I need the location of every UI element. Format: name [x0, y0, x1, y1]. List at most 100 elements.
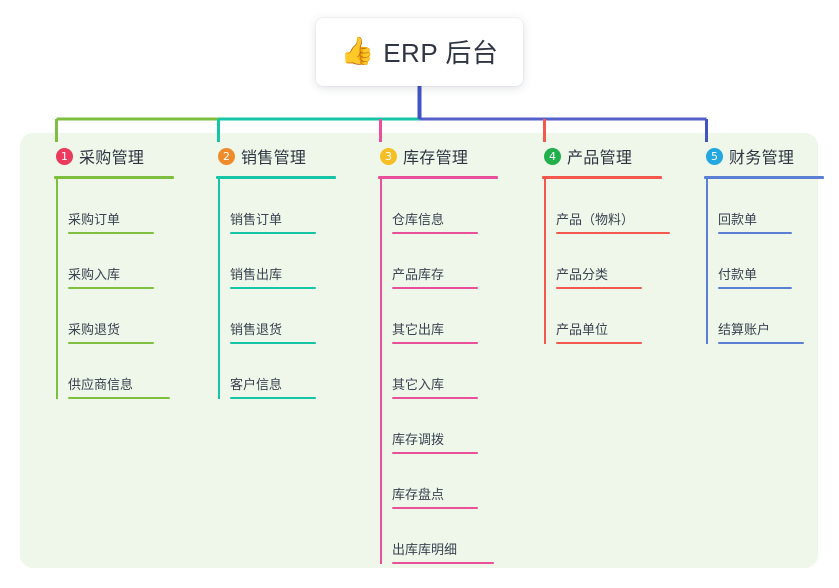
branch-leaf-list: 回款单付款单结算账户	[688, 179, 824, 344]
leaf-node[interactable]: 结算账户	[688, 289, 824, 344]
leaf-node[interactable]: 采购退货	[38, 289, 174, 344]
leaf-node-underline	[392, 562, 494, 564]
branch-number-badge: 2	[218, 147, 235, 165]
branch-leaf-list: 产品（物料） 产品分类产品单位	[526, 179, 670, 344]
leaf-node-underline	[556, 342, 642, 344]
branch-trunk-line	[544, 179, 546, 344]
leaf-node-underline	[392, 507, 478, 509]
leaf-node-underline	[718, 342, 804, 344]
thumbs-up-icon: 👍	[340, 35, 375, 66]
branch-column-2: 2 销售管理销售订单销售出库销售退货客户信息	[200, 144, 336, 399]
leaf-node[interactable]: 产品分类	[526, 234, 670, 289]
branch-trunk-line	[56, 179, 58, 399]
branch-header-5[interactable]: 5 财务管理	[688, 144, 824, 168]
leaf-node[interactable]: 库存盘点	[362, 454, 498, 509]
branch-number-badge: 4	[544, 147, 561, 165]
leaf-node-underline	[230, 342, 316, 344]
leaf-node-underline	[392, 287, 478, 289]
leaf-node-label: 其它入库	[392, 377, 445, 392]
branch-trunk-line	[380, 179, 382, 564]
leaf-node[interactable]: 其它入库	[362, 344, 498, 399]
leaf-node[interactable]: 回款单	[688, 179, 824, 234]
leaf-node-underline	[68, 232, 154, 234]
branch-title: 销售管理	[241, 150, 307, 167]
branch-title: 财务管理	[729, 150, 795, 167]
leaf-node-underline	[718, 287, 792, 289]
leaf-node-label: 仓库信息	[392, 212, 445, 227]
leaf-node-underline	[68, 287, 154, 289]
leaf-node-underline	[68, 397, 170, 399]
leaf-node-underline	[556, 287, 642, 289]
leaf-node-underline	[230, 397, 316, 399]
root-node-content: 👍 ERP 后台	[341, 33, 499, 70]
root-node-erp-backend[interactable]: 👍 ERP 后台	[316, 18, 523, 86]
leaf-node-label: 出库库明细	[392, 542, 458, 557]
branch-column-4: 4 产品管理产品（物料） 产品分类产品单位	[526, 144, 670, 344]
leaf-node[interactable]: 采购订单	[38, 179, 174, 234]
leaf-node[interactable]: 销售订单	[200, 179, 336, 234]
branch-column-5: 5 财务管理回款单付款单结算账户	[688, 144, 824, 344]
branch-leaf-list: 仓库信息产品库存其它出库其它入库库存调拨库存盘点出库库明细	[362, 179, 498, 564]
branch-header-2[interactable]: 2 销售管理	[200, 144, 336, 168]
branch-header-underline	[378, 176, 498, 179]
leaf-node-label: 销售退货	[230, 322, 283, 337]
branch-header-underline	[704, 176, 824, 179]
leaf-node[interactable]: 产品库存	[362, 234, 498, 289]
leaf-node-label: 产品库存	[392, 267, 445, 282]
branch-header-underline	[54, 176, 174, 179]
leaf-node[interactable]: 仓库信息	[362, 179, 498, 234]
branch-trunk-line	[706, 179, 708, 344]
leaf-node[interactable]: 供应商信息	[38, 344, 174, 399]
leaf-node[interactable]: 销售退货	[200, 289, 336, 344]
branch-number-badge: 5	[706, 147, 723, 165]
leaf-node-label: 库存调拨	[392, 432, 445, 447]
leaf-node-label: 库存盘点	[392, 487, 445, 502]
branch-header-4[interactable]: 4 产品管理	[526, 144, 670, 168]
leaf-node-label: 采购退货	[68, 322, 121, 337]
leaf-node-label: 销售订单	[230, 212, 283, 227]
leaf-node-label: 销售出库	[230, 267, 283, 282]
leaf-node-underline	[392, 452, 478, 454]
leaf-node-label: 付款单	[718, 267, 758, 282]
branch-number-badge: 1	[56, 147, 73, 165]
leaf-node[interactable]: 采购入库	[38, 234, 174, 289]
leaf-node-underline	[392, 397, 478, 399]
branch-column-1: 1 采购管理采购订单采购入库采购退货供应商信息	[38, 144, 174, 399]
leaf-node-underline	[230, 232, 316, 234]
branch-title: 采购管理	[79, 150, 145, 167]
branch-title: 产品管理	[567, 150, 633, 167]
leaf-node-underline	[392, 342, 478, 344]
leaf-node-underline	[556, 232, 670, 234]
leaf-node[interactable]: 产品（物料）	[526, 179, 670, 234]
leaf-node-label: 其它出库	[392, 322, 445, 337]
leaf-node[interactable]: 出库库明细	[362, 509, 498, 564]
branch-leaf-list: 销售订单销售出库销售退货客户信息	[200, 179, 336, 399]
leaf-node-label: 回款单	[718, 212, 758, 227]
leaf-node[interactable]: 产品单位	[526, 289, 670, 344]
leaf-node[interactable]: 其它出库	[362, 289, 498, 344]
branch-header-1[interactable]: 1 采购管理	[38, 144, 174, 168]
leaf-node-label: 采购入库	[68, 267, 121, 282]
diagram-background-panel	[20, 133, 818, 568]
leaf-node-label: 客户信息	[230, 377, 283, 392]
leaf-node-label: 采购订单	[68, 212, 121, 227]
branch-number-badge: 3	[380, 147, 397, 165]
leaf-node-underline	[718, 232, 792, 234]
leaf-node-label: 供应商信息	[68, 377, 134, 392]
leaf-node[interactable]: 付款单	[688, 234, 824, 289]
leaf-node[interactable]: 客户信息	[200, 344, 336, 399]
root-node-title: ERP 后台	[383, 37, 499, 68]
branch-header-underline	[216, 176, 336, 179]
leaf-node-underline	[68, 342, 154, 344]
leaf-node-label: 产品（物料）	[556, 212, 635, 227]
branch-header-underline	[542, 176, 662, 179]
leaf-node-underline	[392, 232, 478, 234]
branch-leaf-list: 采购订单采购入库采购退货供应商信息	[38, 179, 174, 399]
leaf-node[interactable]: 库存调拨	[362, 399, 498, 454]
branch-trunk-line	[218, 179, 220, 399]
leaf-node[interactable]: 销售出库	[200, 234, 336, 289]
